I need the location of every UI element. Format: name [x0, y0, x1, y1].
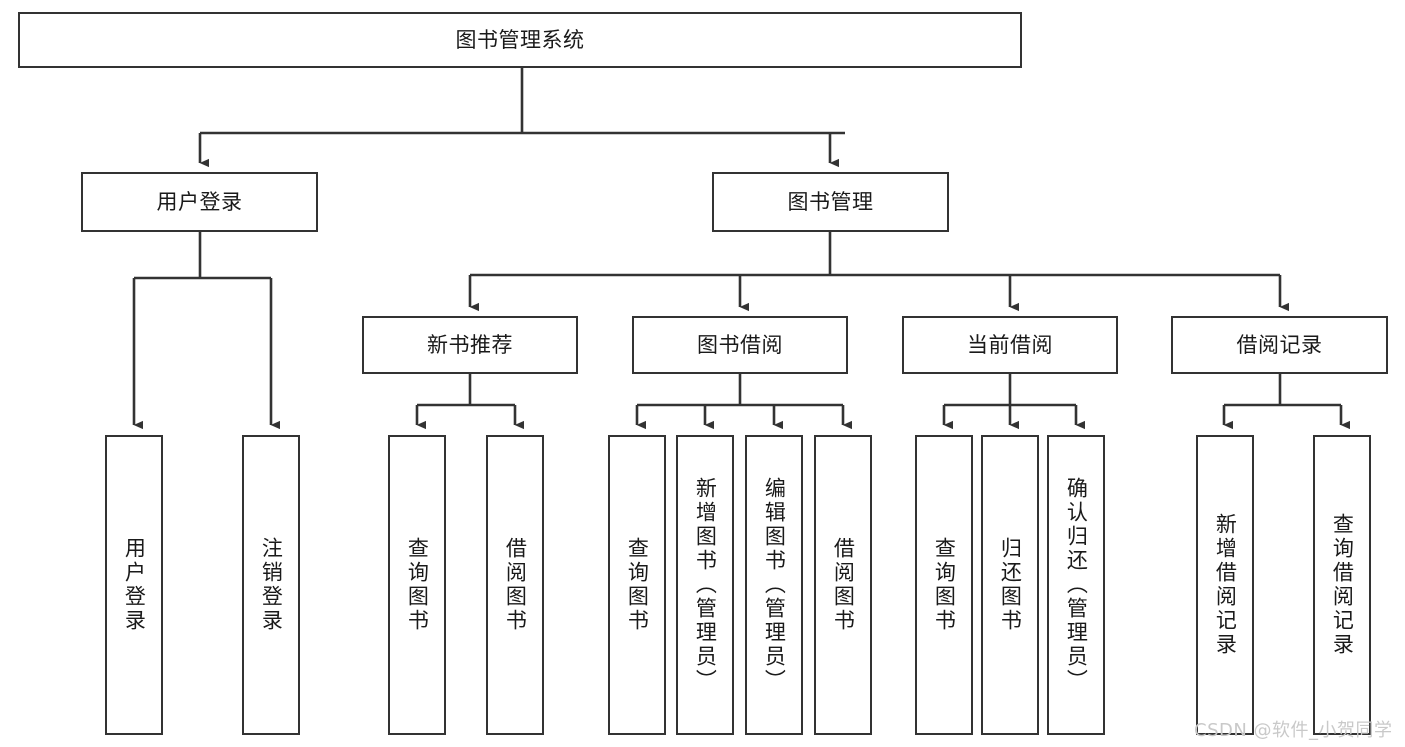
leaf-edit-book[interactable]: 编辑图书（管理员）	[745, 435, 803, 735]
leaf-return-book[interactable]: 归还图书	[981, 435, 1039, 735]
leaf-edit-book-label: 编辑图书（管理员）	[762, 477, 787, 693]
leaf-confirm-return-label: 确认归还（管理员）	[1064, 477, 1089, 693]
leaf-query-book-1-label: 查询图书	[405, 537, 430, 633]
leaf-logout-login[interactable]: 注销登录	[242, 435, 300, 735]
leaf-borrow-book-1[interactable]: 借阅图书	[486, 435, 544, 735]
leaf-query-book-2-label: 查询图书	[625, 537, 650, 633]
leaf-user-login[interactable]: 用户登录	[105, 435, 163, 735]
leaf-query-record[interactable]: 查询借阅记录	[1313, 435, 1371, 735]
leaf-return-book-label: 归还图书	[998, 537, 1023, 633]
node-current-borrow[interactable]: 当前借阅	[902, 316, 1118, 374]
leaf-add-record[interactable]: 新增借阅记录	[1196, 435, 1254, 735]
node-book-manage[interactable]: 图书管理	[712, 172, 949, 232]
leaf-query-book-3-label: 查询图书	[932, 537, 957, 633]
node-book-borrow-label: 图书借阅	[697, 332, 783, 357]
node-root[interactable]: 图书管理系统	[18, 12, 1022, 68]
leaf-user-login-label: 用户登录	[122, 537, 147, 633]
node-new-book-recommend-label: 新书推荐	[427, 332, 513, 357]
leaf-borrow-book-1-label: 借阅图书	[503, 537, 528, 633]
leaf-query-book-3[interactable]: 查询图书	[915, 435, 973, 735]
node-borrow-record[interactable]: 借阅记录	[1171, 316, 1388, 374]
leaf-query-book-1[interactable]: 查询图书	[388, 435, 446, 735]
node-borrow-record-label: 借阅记录	[1236, 332, 1323, 357]
leaf-borrow-book-2-label: 借阅图书	[831, 537, 856, 633]
leaf-query-record-label: 查询借阅记录	[1330, 513, 1355, 657]
node-root-label: 图书管理系统	[455, 27, 585, 52]
node-user-login-label: 用户登录	[156, 189, 243, 214]
leaf-logout-login-label: 注销登录	[259, 537, 284, 633]
node-current-borrow-label: 当前借阅	[967, 332, 1053, 357]
leaf-borrow-book-2[interactable]: 借阅图书	[814, 435, 872, 735]
node-book-borrow[interactable]: 图书借阅	[632, 316, 848, 374]
node-book-manage-label: 图书管理	[787, 189, 874, 214]
leaf-add-record-label: 新增借阅记录	[1213, 513, 1238, 657]
node-new-book-recommend[interactable]: 新书推荐	[362, 316, 578, 374]
leaf-query-book-2[interactable]: 查询图书	[608, 435, 666, 735]
leaf-confirm-return[interactable]: 确认归还（管理员）	[1047, 435, 1105, 735]
leaf-add-book-label: 新增图书（管理员）	[693, 477, 718, 693]
node-user-login[interactable]: 用户登录	[81, 172, 318, 232]
leaf-add-book[interactable]: 新增图书（管理员）	[676, 435, 734, 735]
